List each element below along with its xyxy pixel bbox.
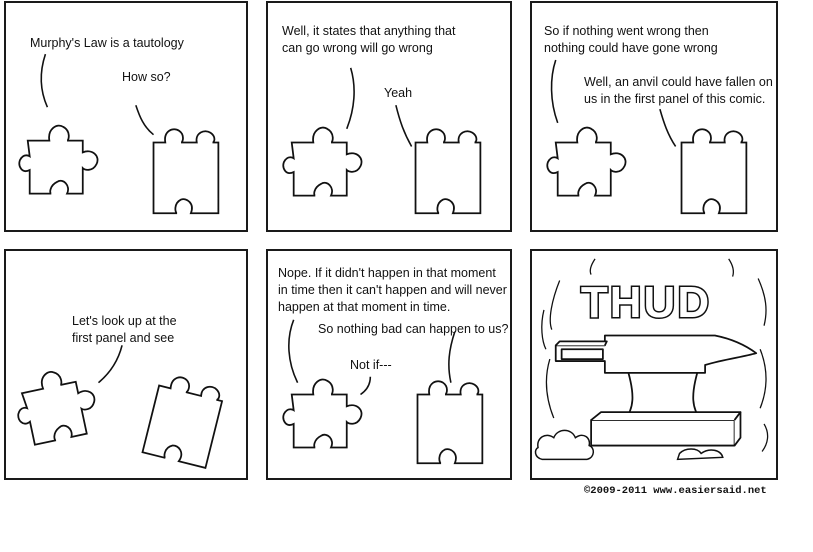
- impact-lines: [541, 258, 769, 452]
- speech-left: Murphy's Law is a tautology: [30, 36, 184, 50]
- speech-left-line-2: in time then it can't happen and will ne…: [278, 283, 507, 297]
- comic-panel-2: Well, it states that anything that can g…: [266, 1, 512, 232]
- puzzle-piece-left: [18, 124, 99, 195]
- speech-line-2: first panel and see: [72, 331, 175, 345]
- panel-6-art: [534, 258, 769, 461]
- speech-left-line-1: So if nothing went wrong then: [544, 24, 709, 38]
- speech-right-line-1: Well, an anvil could have fallen on: [584, 75, 773, 89]
- speech-left-line-2: nothing could have gone wrong: [544, 41, 718, 55]
- speech-left-line-2: can go wrong will go wrong: [282, 41, 433, 55]
- comic-panel-1: Murphy's Law is a tautology How so?: [4, 1, 248, 232]
- puzzle-piece-right: [416, 380, 484, 465]
- comic-panel-4: Let's look up at the first panel and see: [4, 249, 248, 480]
- speech-right-line-2: us in the first panel of this comic.: [584, 92, 766, 106]
- speech-left-line-3: happen at that moment in time.: [278, 300, 451, 314]
- speech-right: Yeah: [384, 86, 413, 100]
- panel-2-art: [282, 67, 482, 215]
- comic-panel-3: So if nothing went wrong then nothing co…: [530, 1, 778, 232]
- thud-sound-effect: THUD: [579, 277, 711, 327]
- comic-panel-5: Nope. If it didn't happen in that moment…: [266, 249, 512, 480]
- puzzle-piece-right: [141, 376, 224, 469]
- puzzle-piece-left: [282, 126, 363, 197]
- speech-left-short: Not if---: [350, 358, 392, 372]
- speech-left-line-1: Nope. If it didn't happen in that moment: [278, 266, 496, 280]
- panel-1-art: [18, 53, 220, 215]
- speech-right: How so?: [122, 70, 171, 84]
- speech-left-line-1: Well, it states that anything that: [282, 24, 456, 38]
- puzzle-piece-left: [17, 371, 96, 446]
- puzzle-piece-right: [152, 128, 220, 215]
- speech-right: So nothing bad can happen to us?: [318, 322, 509, 336]
- comic-panel-6: THUD: [530, 249, 778, 480]
- thud-text: THUD: [581, 278, 711, 327]
- puzzle-piece-right: [414, 128, 482, 215]
- anvil: [554, 334, 758, 447]
- puzzle-piece-right: [680, 128, 748, 215]
- puzzle-piece-left: [282, 378, 363, 449]
- puzzle-piece-left: [546, 126, 627, 197]
- panel-4-art: [17, 345, 224, 469]
- panel-5-art: [282, 319, 484, 465]
- speech-line-1: Let's look up at the: [72, 314, 177, 328]
- copyright-credit: ©2009-2011 www.easiersaid.net: [584, 485, 767, 497]
- panel-3-art: [546, 59, 748, 215]
- dust-cloud: [534, 429, 595, 461]
